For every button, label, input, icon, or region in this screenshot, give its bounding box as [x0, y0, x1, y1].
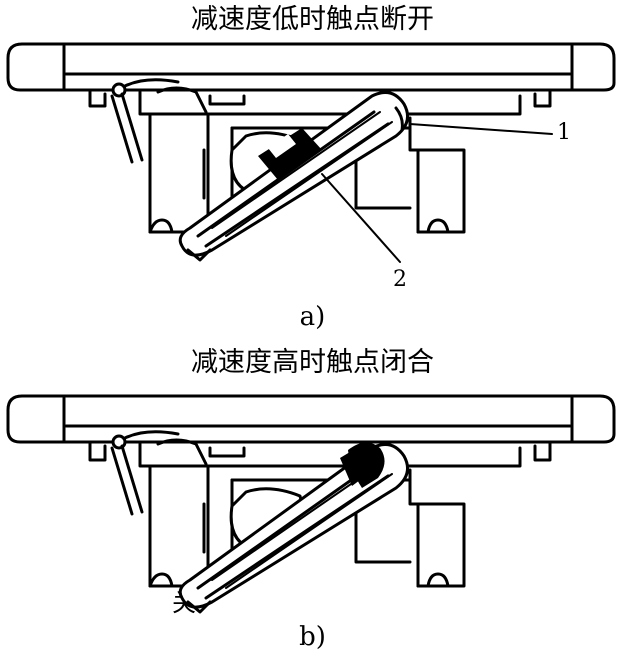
panel-b-label: b) [299, 622, 326, 652]
reed-switch-b [178, 442, 410, 614]
leader-line-1 [409, 123, 553, 135]
reed-switch-a [178, 90, 410, 262]
leader-line-2 [321, 173, 401, 263]
callout-2: 2 [393, 267, 407, 292]
pivot-link-a [110, 78, 208, 164]
panel-a-drawing [6, 42, 616, 263]
top-plate-b [6, 394, 616, 444]
panel-a-label: a) [299, 302, 326, 332]
magnet-a [258, 128, 322, 180]
panel-b-title: 减速度高时触点闭合 [191, 347, 434, 378]
magnet-b [340, 442, 385, 488]
pivot-link-b [110, 430, 208, 516]
panel-a-title: 减速度低时触点断开 [191, 4, 434, 35]
callout-1: 1 [557, 120, 571, 145]
panel-b-drawing [6, 394, 616, 614]
top-plate-a [6, 42, 616, 92]
